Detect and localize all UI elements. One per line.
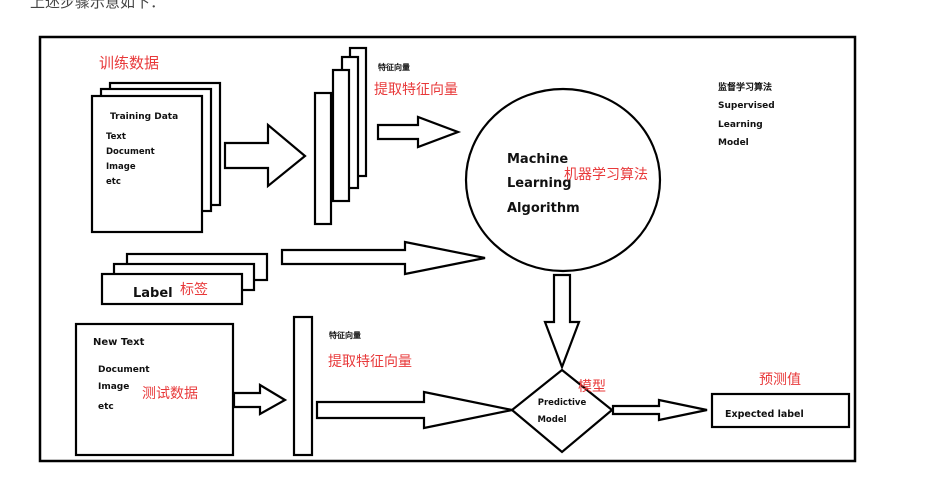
- supervised-line-1: Learning: [718, 120, 763, 130]
- supervised-line-0: Supervised: [718, 101, 775, 111]
- test-item-2: etc: [98, 402, 114, 412]
- arrow-labels-to-algorithm: [280, 240, 486, 276]
- arrow-feature-to-model: [315, 390, 513, 430]
- arrow-training-to-features: [223, 122, 307, 189]
- training-doc-title: Training Data: [110, 112, 178, 122]
- algorithm-line3: Algorithm: [507, 201, 580, 216]
- algorithm-line1: Machine: [507, 152, 568, 167]
- test-data-box: [74, 322, 235, 457]
- label-box-label: 标签: [180, 281, 208, 298]
- arrow-model-to-output: [611, 398, 708, 422]
- arrow-features-to-algorithm: [376, 115, 462, 149]
- feature-bottom-label: 提取特征向量: [328, 354, 412, 370]
- algorithm-circle: [464, 87, 662, 273]
- training-item-0: Text: [106, 132, 126, 142]
- header-text: 上述步骤示意如下：: [30, 0, 166, 11]
- arrow-test-to-feature: [232, 383, 288, 416]
- label-box-text: Label: [133, 286, 173, 301]
- expected-label-text: Expected label: [725, 409, 804, 420]
- algorithm-line2: Learning: [507, 176, 572, 191]
- label-boxes: [100, 252, 269, 306]
- model-line1: Predictive: [538, 398, 587, 408]
- model-label: 模型: [578, 379, 606, 395]
- supervised-title: 监督学习算法: [718, 81, 772, 93]
- training-item-1: Document: [106, 147, 155, 157]
- test-title: New Text: [93, 337, 145, 348]
- feature-bottom-small-label: 特征向量: [329, 330, 361, 340]
- test-item-0: Document: [98, 365, 150, 375]
- expected-label-box: [710, 392, 851, 429]
- test-item-1: Image: [98, 382, 129, 392]
- training-data-title: 训练数据: [99, 54, 159, 72]
- arrow-algorithm-to-model: [543, 273, 581, 371]
- output-label: 预测值: [759, 372, 801, 388]
- training-doc-front: [90, 94, 204, 234]
- training-item-3: etc: [106, 177, 121, 187]
- feature-bar-2: [331, 68, 351, 203]
- predictive-model-diamond: [510, 368, 614, 454]
- training-data-documents: [90, 81, 222, 234]
- feature-top-small-label: 特征向量: [378, 62, 410, 72]
- training-item-2: Image: [106, 162, 136, 172]
- feature-bar-1: [313, 91, 333, 226]
- feature-vectors-top: [313, 46, 368, 226]
- label-box-front: [100, 272, 244, 306]
- test-data-label: 测试数据: [142, 386, 198, 402]
- algorithm-label: 机器学习算法: [564, 167, 648, 183]
- feature-vector-bottom: [292, 315, 314, 457]
- feature-top-label: 提取特征向量: [374, 82, 458, 98]
- model-line2: Model: [537, 415, 566, 425]
- supervised-line-2: Model: [718, 138, 749, 148]
